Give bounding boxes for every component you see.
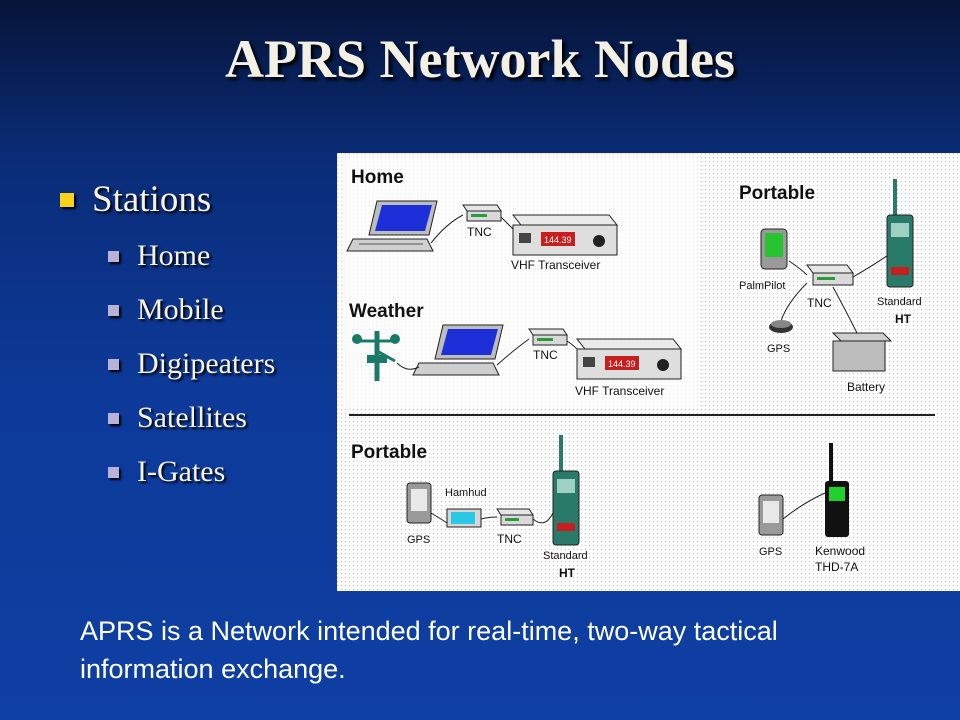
- sub-bullet-home: Home: [108, 229, 275, 283]
- kenwood-radio-icon: [825, 443, 849, 537]
- bullet-stations: Stations: [60, 178, 275, 221]
- home-tnc-label: TNC: [467, 225, 492, 239]
- kenwood-cable: [782, 492, 826, 520]
- gps-handheld-icon: [406, 482, 432, 524]
- thd7a-label: THD-7A: [815, 560, 858, 574]
- sub-bullet-square-icon: [108, 250, 119, 262]
- weather-cable-2: [496, 338, 530, 366]
- palm-cable: [788, 260, 808, 276]
- laptop-icon: [346, 200, 438, 252]
- weather-laptop-icon: [412, 324, 504, 376]
- battery-label: Battery: [847, 380, 885, 394]
- slide-caption: APRS is a Network intended for real-time…: [80, 616, 778, 684]
- gps-puck-icon: [769, 320, 793, 333]
- standard-ht-label: Standard: [877, 296, 922, 308]
- slide-title: APRS Network Nodes: [225, 29, 735, 89]
- home-vhf-label: VHF Transceiver: [511, 258, 600, 272]
- bullet-label: Stations: [92, 179, 212, 220]
- sub-bullet-list: Home Mobile Digipeaters Satellites I-Gat…: [108, 229, 275, 499]
- lower-cable-3: [532, 512, 554, 524]
- weather-freq-display: 144.39: [608, 359, 636, 369]
- home-cable: [430, 214, 464, 244]
- sub-bullet-square-icon: [108, 304, 119, 316]
- weather-vhf-transceiver-icon: [575, 338, 683, 380]
- sub-bullet-label: I-Gates: [137, 455, 226, 488]
- ht-label: HT: [895, 312, 912, 326]
- portable-tnc-icon: [806, 264, 854, 286]
- weather-tnc-icon: [528, 328, 568, 346]
- portable-lower-section-label: Portable: [351, 442, 427, 463]
- hamhud-label: Hamhud: [445, 487, 487, 499]
- handheld-radio-icon: [886, 179, 914, 288]
- kenwood-gps-label: GPS: [759, 546, 782, 558]
- weather-station-icon: [352, 331, 400, 381]
- palmpilot-icon: [760, 228, 788, 270]
- lower-ht-label: HT: [559, 566, 576, 580]
- vhf-transceiver-icon: [511, 214, 619, 256]
- kenwood-label: Kenwood: [815, 544, 865, 558]
- bullet-square-icon: [60, 192, 74, 207]
- sub-bullet-label: Digipeaters: [137, 347, 276, 380]
- lower-gps-label: GPS: [407, 534, 430, 546]
- lower-standard-label: Standard: [543, 550, 588, 562]
- aprs-network-diagram: Home Weather Portable Portable TNC 144.: [337, 153, 960, 591]
- bullet-list: Stations Home Mobile Digipeaters Satelli…: [60, 178, 275, 499]
- sub-bullet-igates: I-Gates: [108, 445, 275, 499]
- diagram-svg: Home Weather Portable Portable TNC 144.: [337, 153, 960, 591]
- hamhud-icon: [446, 508, 482, 528]
- portable-gps-label: GPS: [767, 343, 790, 355]
- sub-bullet-mobile: Mobile: [108, 283, 275, 337]
- lower-handheld-radio-icon: [552, 435, 580, 546]
- sub-bullet-square-icon: [108, 358, 119, 370]
- sub-bullet-label: Mobile: [137, 293, 224, 326]
- lower-tnc-icon: [496, 508, 534, 526]
- weather-vhf-label: VHF Transceiver: [575, 384, 664, 398]
- weather-section-label: Weather: [349, 301, 424, 322]
- weather-cable-3: [566, 340, 578, 350]
- weather-tnc-label: TNC: [533, 348, 558, 362]
- home-freq-display: 144.39: [544, 235, 572, 245]
- sub-bullet-satellites: Satellites: [108, 391, 275, 445]
- sub-bullet-digipeaters: Digipeaters: [108, 337, 275, 391]
- portable-cable-battery: [832, 286, 858, 334]
- sub-bullet-square-icon: [108, 412, 119, 424]
- sub-bullet-square-icon: [108, 466, 119, 478]
- tnc-icon: [462, 204, 502, 222]
- sub-bullet-label: Satellites: [137, 401, 247, 434]
- portable-cable-gps: [780, 282, 808, 322]
- palmpilot-label: PalmPilot: [739, 280, 785, 292]
- portable-tnc-label: TNC: [807, 296, 832, 310]
- weather-cable: [396, 362, 420, 370]
- battery-icon: [831, 332, 893, 372]
- portable-section-label: Portable: [739, 183, 815, 204]
- home-cable-2: [500, 216, 514, 230]
- lower-cable-2: [480, 516, 498, 520]
- lower-tnc-label: TNC: [497, 532, 522, 546]
- kenwood-gps-icon: [758, 494, 784, 536]
- lower-cable-1: [430, 512, 448, 524]
- home-section-label: Home: [351, 167, 404, 188]
- sub-bullet-label: Home: [137, 239, 211, 272]
